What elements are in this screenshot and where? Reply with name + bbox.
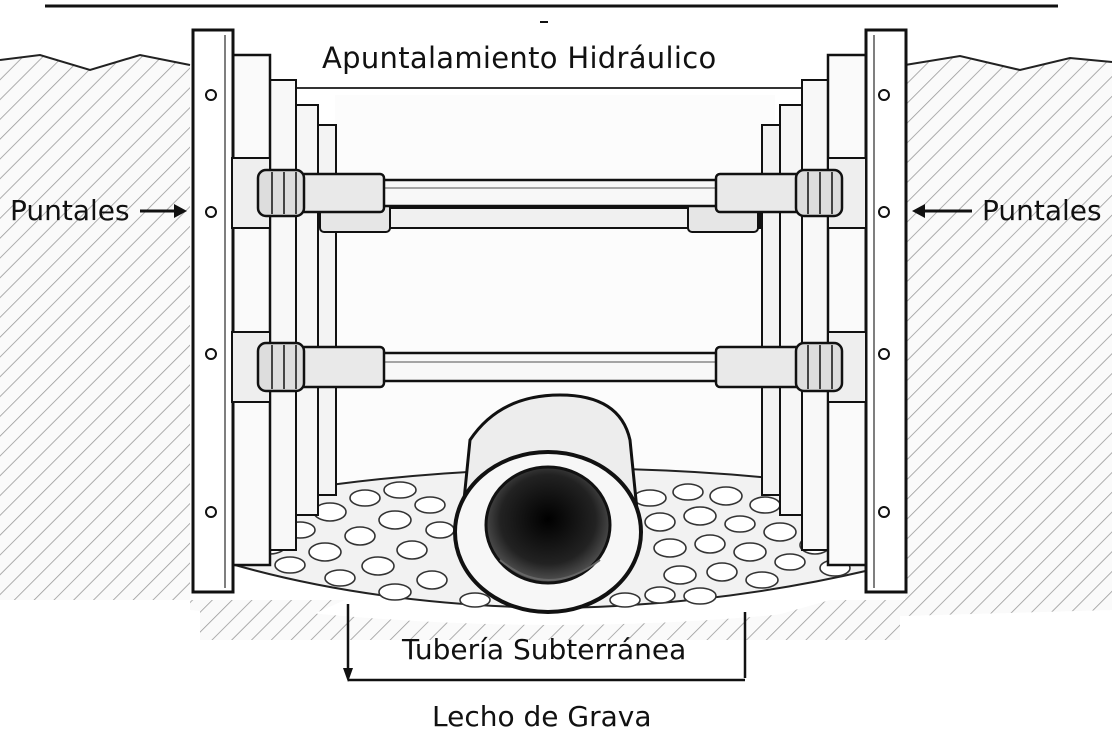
left-panel-mid [230, 53, 272, 567]
struts-label-right: Puntales [982, 194, 1102, 227]
left-panel-back-2 [295, 104, 319, 516]
struts-label-left: Puntales [10, 194, 130, 227]
hydraulic-strut-lower [256, 341, 844, 393]
diagram-title: Apuntalamiento Hidráulico [322, 41, 717, 75]
right-panel-back-2 [779, 104, 803, 516]
left-upright [191, 28, 235, 594]
right-shoring-frame [761, 28, 908, 594]
hydraulic-strut-upper-back [319, 203, 761, 233]
pipe-label-bracket [343, 604, 747, 682]
left-soil [0, 53, 345, 620]
right-panel-mid [826, 53, 868, 567]
trench-floor-soil [200, 600, 900, 640]
hydraulic-strut-upper [256, 168, 844, 218]
right-upright [864, 28, 908, 594]
pipe-interior [484, 465, 612, 585]
left-shoring-frame [191, 28, 337, 594]
underground-pipe [453, 393, 643, 614]
title-backdrop [315, 40, 740, 80]
arrow-right-puntales [912, 204, 972, 218]
right-soil [760, 54, 1112, 620]
right-panel-back-1 [801, 79, 829, 551]
arrow-left-puntales [140, 204, 187, 218]
gravel-bed-label: Lecho de Grava [432, 700, 652, 733]
left-panel-back-1 [269, 79, 297, 551]
pipe-label: Tubería Subterránea [402, 633, 687, 666]
